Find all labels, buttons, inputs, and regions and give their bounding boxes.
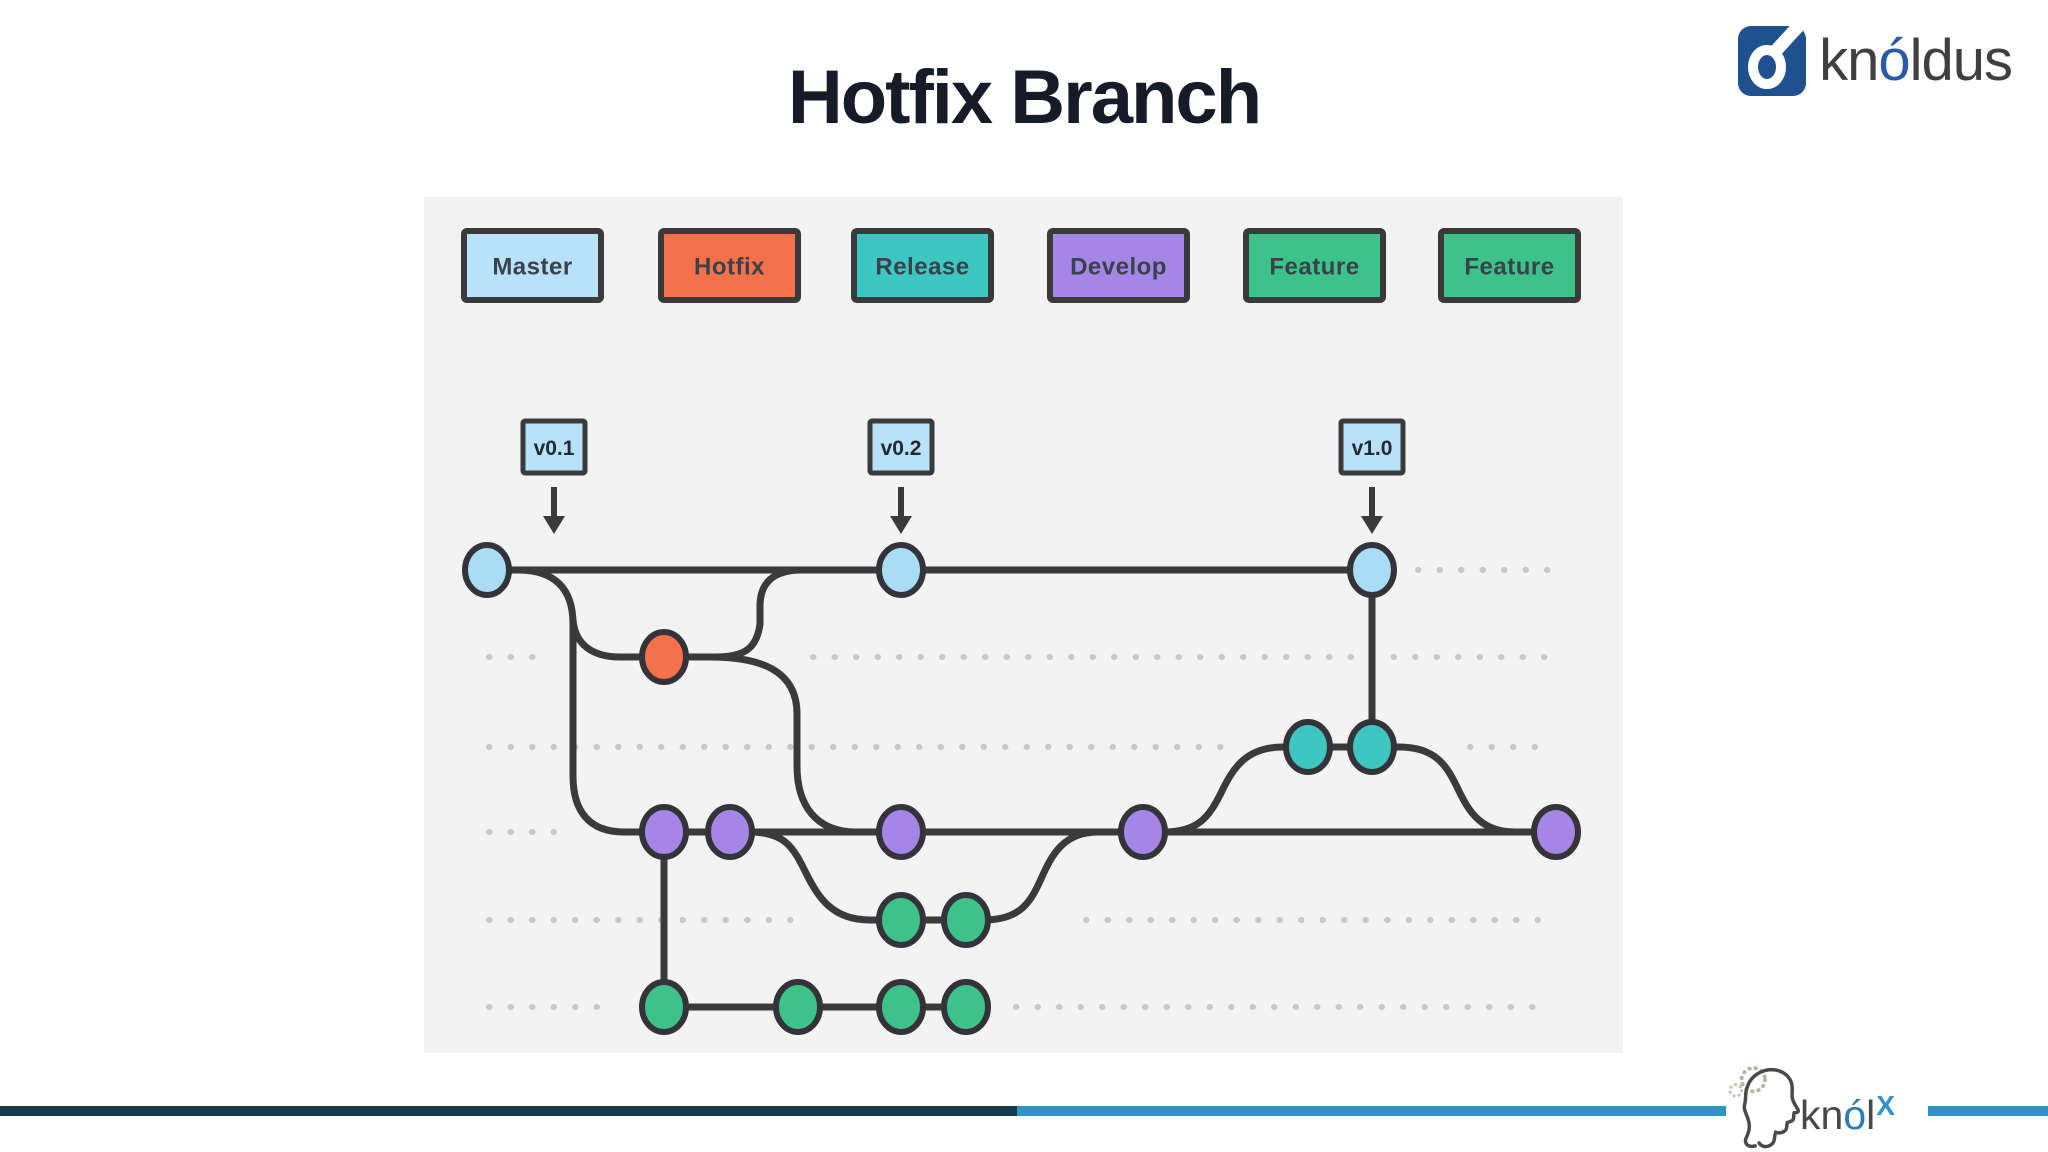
knoldus-logo: knóldus [1738,26,2013,96]
graph-edge-hotfix-merge-master [686,566,806,661]
legend-box-hotfix [658,228,801,303]
graph-edge-develop-to-hotfix [569,616,704,661]
footer-bar-blue [1017,1106,2048,1116]
version-tag [867,418,935,476]
legend-box-feature [1438,228,1581,303]
version-tag-label: v0.2 [881,437,922,460]
legend-label: Hotfix [694,254,765,281]
legend-box-release [851,228,994,303]
legend-label: Feature [1464,254,1554,281]
knolx-text-post: l [1866,1092,1876,1138]
commit-node-feature [876,892,926,948]
graph-edge-release-branch [1160,743,1519,836]
graph-edge-feature-top-branch [746,828,1102,924]
branch-diagram-panel: Master Hotfix Release Develop Feature Feature… [424,197,1623,1053]
knoldus-wordmark: knóldus [1819,32,2013,90]
commit-node-develop [1118,804,1168,860]
knoldus-icon [1738,26,1807,96]
commit-node-develop [639,804,689,860]
version-tag-label: v0.1 [534,437,575,460]
commit-node-feature [639,979,689,1035]
git-graph-svg: Master Hotfix Release Develop Feature Feature… [461,228,1581,1035]
commit-node-master [462,542,512,598]
commit-node-feature [941,979,991,1035]
down-arrow-head-icon [890,516,912,534]
down-arrow-head-icon [543,516,565,534]
legend-box-feature [1243,228,1386,303]
commit-node-develop [705,804,755,860]
version-tag [1338,418,1406,476]
commit-node-feature [773,979,823,1035]
footer-bar-dark [0,1106,1017,1116]
commit-node-develop [876,804,926,860]
commit-node-develop [1531,804,1581,860]
knolx-text-accent: ó [1843,1092,1867,1138]
commit-node-feature [876,979,926,1035]
knolx-text-pre: kn [1800,1092,1844,1138]
page-title: Hotfix Branch [787,55,1262,140]
commit-node-release [1283,719,1333,775]
commit-node-master [1347,542,1397,598]
commit-node-feature [941,892,991,948]
graph-edge-master-to-develop [514,566,1560,836]
commit-node-master [876,542,926,598]
legend-label: Master [492,254,572,281]
brand-text-pre: kn [1819,28,1879,93]
graph-edge-hotfix-merge-develop [706,653,860,836]
knolx-head-icon [1728,1066,1800,1149]
down-arrow-head-icon [1361,516,1383,534]
brand-text-post: ldus [1909,28,2013,93]
legend-label: Release [875,254,969,281]
commit-node-hotfix [639,629,689,685]
brand-text-accent: ó [1878,28,1910,93]
knolx-logo: knólX [1726,1054,1928,1150]
version-tag-label: v1.0 [1352,437,1393,460]
commit-node-release [1347,719,1397,775]
legend-box-develop [1047,228,1190,303]
version-tag [520,418,588,476]
knolx-text-sup: X [1876,1090,1895,1121]
legend-label: Develop [1070,254,1167,281]
legend-label: Feature [1269,254,1359,281]
legend-box-master [461,228,604,303]
knolx-wordmark: knólX [1800,1092,1895,1150]
